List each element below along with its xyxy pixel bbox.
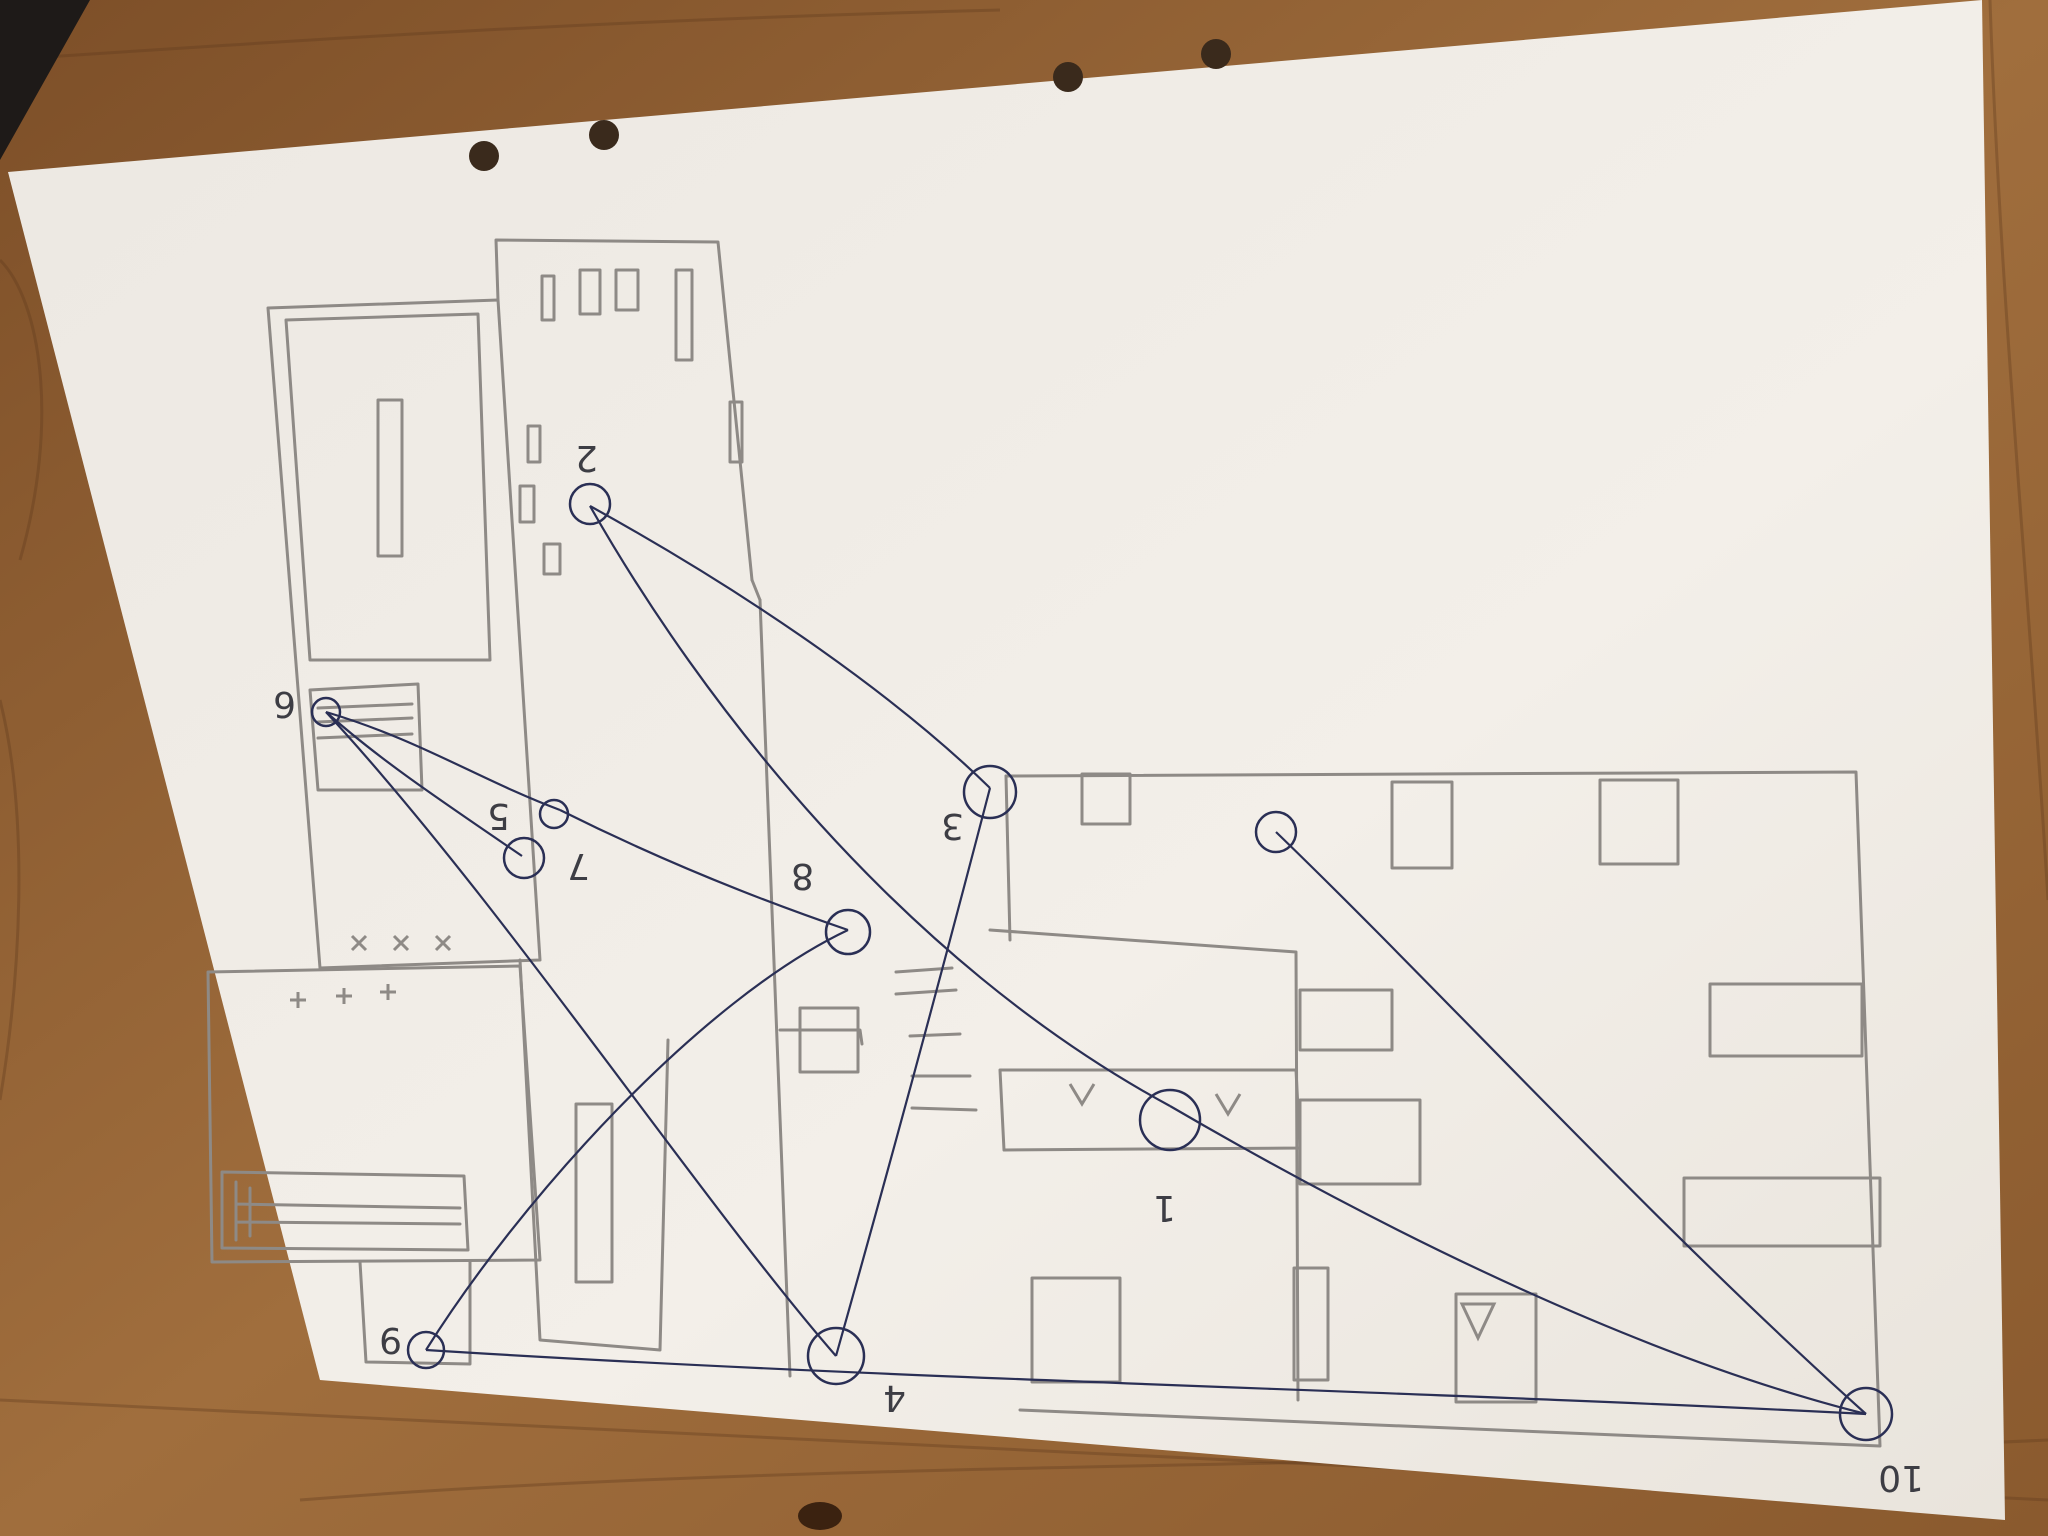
label-2: 2: [575, 437, 598, 478]
label-7: 7: [567, 845, 590, 886]
waypoint-3: [962, 764, 1018, 820]
shadow-corner: [0, 0, 90, 160]
ink-route-lines: [325, 505, 1867, 1416]
waypoint-1: [1138, 1088, 1202, 1152]
label-5: 5: [487, 795, 510, 836]
waypoint-2: [568, 482, 612, 526]
pencil-marks: [290, 934, 1497, 1342]
wood-knot: [798, 1502, 842, 1530]
label-4: 4: [883, 1377, 906, 1418]
punch-holes: [469, 39, 1231, 171]
point-labels: 1 2 3 4 5 6 7 8 9 10: [273, 437, 1924, 1498]
label-9: 9: [379, 1319, 402, 1360]
label-3: 3: [941, 805, 964, 846]
waypoint-6: [310, 696, 342, 728]
punch-hole: [589, 120, 619, 150]
pencil-map-sketch: [206, 238, 1882, 1448]
waypoint-8: [824, 908, 872, 956]
paper-sheet: [8, 0, 2005, 1520]
punch-hole: [1053, 62, 1083, 92]
waypoint-4: [806, 1326, 866, 1386]
waypoint-7: [502, 836, 546, 880]
punch-hole: [469, 141, 499, 171]
waypoint-5: [538, 798, 570, 830]
waypoint-circles: [310, 482, 1894, 1442]
waypoint-9: [406, 1330, 446, 1370]
label-1: 1: [1153, 1187, 1176, 1228]
label-8: 8: [791, 855, 814, 896]
label-10: 10: [1878, 1457, 1924, 1498]
label-6: 6: [273, 683, 296, 724]
waypoint-10: [1838, 1386, 1894, 1442]
waypoint-extra: [1254, 810, 1298, 854]
punch-hole: [1201, 39, 1231, 69]
